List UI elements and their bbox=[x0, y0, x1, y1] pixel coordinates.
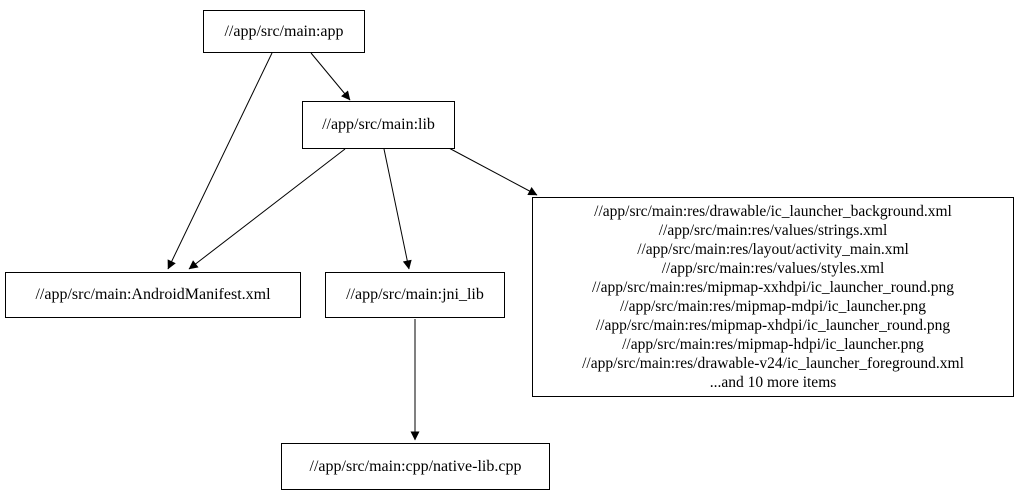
resource-line: //app/src/main:res/drawable-v24/ic_launc… bbox=[582, 355, 964, 372]
node-resources-group: //app/src/main:res/drawable/ic_launcher_… bbox=[532, 197, 1014, 397]
node-label: //app/src/main:app bbox=[224, 22, 344, 40]
resource-line: //app/src/main:res/mipmap-xhdpi/ic_launc… bbox=[595, 317, 951, 334]
node-app-target: //app/src/main:app bbox=[203, 10, 365, 53]
node-lib-target: //app/src/main:lib bbox=[302, 101, 455, 149]
node-native-lib-cpp: //app/src/main:cpp/native-lib.cpp bbox=[281, 443, 550, 490]
edge-app-to-lib bbox=[310, 52, 351, 101]
node-android-manifest: //app/src/main:AndroidManifest.xml bbox=[5, 272, 301, 318]
node-label: //app/src/main:AndroidManifest.xml bbox=[35, 286, 271, 303]
edge-app-to-manifest bbox=[167, 52, 273, 270]
resource-line: //app/src/main:res/mipmap-mdpi/ic_launch… bbox=[619, 298, 927, 315]
resource-line: //app/src/main:res/values/strings.xml bbox=[658, 222, 888, 239]
resource-line-more: ...and 10 more items bbox=[709, 374, 837, 391]
resource-line: //app/src/main:res/mipmap-xxhdpi/ic_laun… bbox=[591, 279, 954, 296]
resource-line: //app/src/main:res/layout/activity_main.… bbox=[637, 241, 909, 258]
edge-lib-to-jni-lib bbox=[383, 148, 412, 270]
edge-lib-to-resources bbox=[446, 146, 538, 196]
resource-line: //app/src/main:res/drawable/ic_launcher_… bbox=[594, 203, 952, 220]
node-label: //app/src/main:jni_lib bbox=[346, 286, 484, 303]
edge-lib-to-manifest bbox=[188, 148, 346, 270]
node-jni-lib-target: //app/src/main:jni_lib bbox=[325, 272, 505, 318]
node-label: //app/src/main:cpp/native-lib.cpp bbox=[309, 457, 522, 475]
resource-line: //app/src/main:res/mipmap-hdpi/ic_launch… bbox=[622, 336, 924, 353]
node-label: //app/src/main:lib bbox=[322, 116, 435, 133]
resource-line: //app/src/main:res/values/styles.xml bbox=[661, 260, 885, 277]
